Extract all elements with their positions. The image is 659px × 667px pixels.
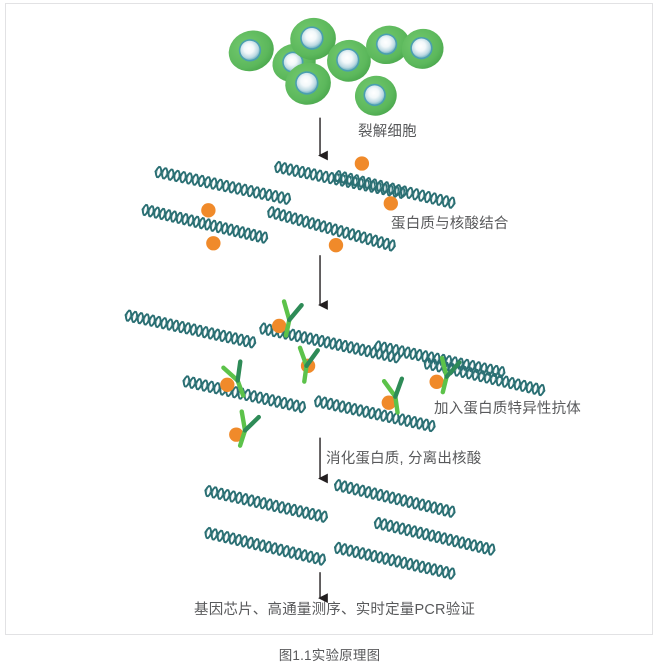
cell xyxy=(354,75,397,116)
protein-dots-bound xyxy=(201,156,398,253)
antibody-icon xyxy=(297,345,320,384)
step-label-digest: 消化蛋白质, 分离出核酸 xyxy=(326,451,482,467)
antibody-markers xyxy=(221,299,462,448)
protein-dot xyxy=(381,395,396,410)
antibody-icon xyxy=(281,299,304,338)
protein-dot xyxy=(383,196,398,211)
dna-strand xyxy=(373,516,496,556)
cell xyxy=(228,30,274,72)
step-label-bind: 蛋白质与核酸结合 xyxy=(391,216,509,232)
antibody-icon xyxy=(221,359,246,398)
dna-strand xyxy=(204,526,326,566)
dna-strand xyxy=(141,203,269,244)
dna-strand xyxy=(334,479,456,518)
dna-strand xyxy=(124,309,257,349)
protein-dot xyxy=(271,318,287,334)
protein-dot xyxy=(220,377,235,392)
dna-strand xyxy=(334,541,456,580)
dna-strand xyxy=(154,165,292,205)
dna-strand xyxy=(204,484,328,523)
protein-dot xyxy=(201,203,216,218)
protein-dot xyxy=(328,238,344,253)
dna-strand xyxy=(334,169,456,209)
diagram-canvas xyxy=(124,17,546,603)
antibody-icon xyxy=(381,376,405,415)
step-label-antibody: 加入蛋白质特异性抗体 xyxy=(434,401,581,417)
cell xyxy=(285,62,331,105)
cell xyxy=(401,28,444,69)
cell xyxy=(327,39,371,82)
cell xyxy=(366,25,410,65)
protein-dot xyxy=(429,374,444,389)
dna-strand xyxy=(267,205,396,252)
step-label-lyse: 裂解细胞 xyxy=(358,124,417,140)
dna-strands-purified xyxy=(204,479,496,580)
dna-strand xyxy=(373,340,506,379)
dna-strand xyxy=(314,395,436,433)
figure-caption: 图1.1实验原理图 xyxy=(278,648,381,663)
step-label-verify: 基因芯片、高通量测序、实时定量PCR验证 xyxy=(194,602,476,618)
protein-dot xyxy=(354,156,370,171)
dna-strands-bound xyxy=(141,160,456,252)
cell xyxy=(290,17,336,60)
protein-dot xyxy=(229,427,244,442)
protein-dot xyxy=(206,236,221,251)
antibody-icon xyxy=(237,409,261,448)
cell-cluster-icon xyxy=(228,17,444,116)
antibody-icon xyxy=(439,355,462,395)
figure-frame: 裂解细胞 蛋白质与核酸结合 加入蛋白质特异性抗体 消化蛋白质, 分离出核酸 基因… xyxy=(5,3,653,635)
